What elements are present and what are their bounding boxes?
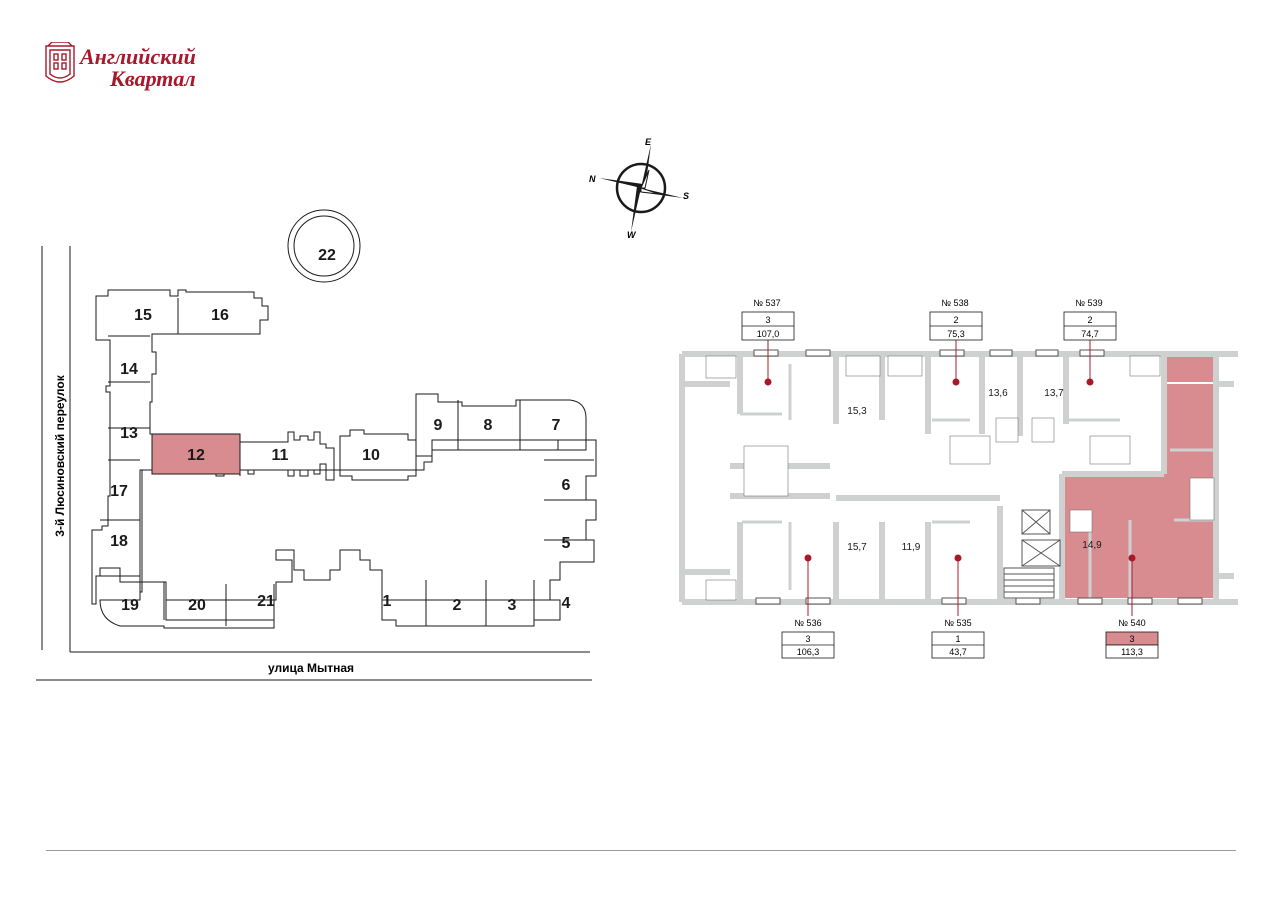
apartment-rooms: 3 — [1129, 634, 1134, 644]
apartment-number: № 539 — [1075, 298, 1102, 308]
street-bottom-label: улица Мытная — [268, 661, 354, 675]
apartment-535-info[interactable]: № 535 1 43,7 — [931, 618, 985, 659]
apartment-number: № 538 — [941, 298, 968, 308]
apartment-536-info[interactable]: № 536 3 106,3 — [781, 618, 835, 659]
section-label-14[interactable]: 14 — [120, 361, 138, 378]
apartment-area: 107,0 — [757, 329, 780, 339]
apartment-537-info[interactable]: № 537 3 107,0 — [741, 298, 795, 341]
section-label-21[interactable]: 21 — [257, 593, 275, 610]
apartment-rooms: 3 — [765, 315, 770, 325]
section-label-6[interactable]: 6 — [562, 477, 571, 494]
room-area-label: 14,9 — [1082, 540, 1102, 551]
bottom-divider — [46, 850, 1236, 851]
apartment-area: 43,7 — [949, 647, 967, 657]
tiled-areas — [705, 355, 1215, 601]
brand-logo — [45, 42, 75, 83]
elevators — [1021, 509, 1061, 567]
room-area-label: 15,3 — [847, 406, 867, 417]
compass-rose-icon — [599, 144, 683, 232]
building-22[interactable] — [287, 209, 361, 283]
apartment-area: 74,7 — [1081, 329, 1099, 339]
street-left-label: 3-й Люсиновский переулок — [53, 374, 67, 536]
apartment-540-highlight[interactable] — [1062, 384, 1216, 598]
section-label-11[interactable]: 11 — [272, 447, 289, 464]
apartment-number: № 540 — [1118, 618, 1145, 628]
section-label-1[interactable]: 1 — [383, 593, 392, 610]
compass-label-w: W — [627, 230, 637, 240]
apartment-number: № 537 — [753, 298, 780, 308]
apartment-540-info[interactable]: № 540 3 113,3 — [1105, 618, 1159, 659]
apartment-rooms: 3 — [805, 634, 810, 644]
section-label-22[interactable]: 22 — [318, 247, 336, 264]
apartment-538-info[interactable]: № 538 2 75,3 — [929, 298, 983, 341]
section-label-16[interactable]: 16 — [211, 307, 229, 324]
section-label-3[interactable]: 3 — [508, 597, 517, 614]
section-label-12[interactable]: 12 — [187, 447, 205, 464]
compass-label-e: E — [645, 137, 652, 147]
apartment-area: 75,3 — [947, 329, 965, 339]
site-plan: 22 15 16 14 13 12 11 10 9 8 7 6 5 4 3 2 … — [36, 209, 597, 681]
compass-label-n: N — [589, 174, 596, 184]
room-area-label: 13,6 — [988, 388, 1008, 399]
apartment-540-window-area — [1166, 354, 1214, 382]
apartment-539-info[interactable]: № 539 2 74,7 — [1063, 298, 1117, 341]
section-label-9[interactable]: 9 — [434, 417, 443, 434]
room-area-label: 11,9 — [902, 542, 921, 553]
section-12-highlight[interactable] — [151, 433, 241, 475]
section-label-17[interactable]: 17 — [110, 483, 128, 500]
apartment-area: 106,3 — [797, 647, 820, 657]
apartment-rooms: 2 — [1087, 315, 1092, 325]
section-label-8[interactable]: 8 — [484, 417, 493, 434]
stairs — [1003, 567, 1055, 599]
section-label-7[interactable]: 7 — [552, 417, 561, 434]
apartment-number: № 535 — [944, 618, 971, 628]
building-block-bottom-right — [381, 599, 561, 627]
building-outline — [91, 289, 335, 605]
section-label-4[interactable]: 4 — [562, 595, 571, 612]
windows — [753, 349, 1203, 605]
compass-label-s: S — [683, 191, 689, 201]
brand-name: Английский Квартал — [80, 46, 196, 90]
brand-crest-icon — [45, 42, 75, 83]
section-label-2[interactable]: 2 — [453, 597, 462, 614]
apartment-rooms: 2 — [953, 315, 958, 325]
section-label-20[interactable]: 20 — [188, 597, 206, 614]
apartment-number: № 536 — [794, 618, 821, 628]
apartment-area: 113,3 — [1121, 647, 1143, 657]
brand-name-line1: Английский — [80, 44, 196, 69]
section-label-19[interactable]: 19 — [121, 597, 139, 614]
room-area-label: 15,7 — [847, 542, 867, 553]
apartment-rooms: 1 — [955, 634, 960, 644]
section-label-15[interactable]: 15 — [134, 307, 152, 324]
section-label-5[interactable]: 5 — [562, 535, 571, 552]
building-block-10 — [339, 429, 417, 481]
building-block-9-8-7 — [415, 393, 587, 457]
building-inner-courtyard — [139, 439, 597, 601]
section-label-13[interactable]: 13 — [120, 425, 138, 442]
building-block-bottom-left — [99, 581, 275, 629]
compass: E N S W — [589, 137, 689, 240]
room-area-label: 13,7 — [1044, 388, 1064, 399]
brand-name-line2: Квартал — [110, 66, 196, 91]
section-label-10[interactable]: 10 — [362, 447, 380, 464]
section-label-18[interactable]: 18 — [110, 533, 128, 550]
floor-plan: № 537 3 107,0 № 538 2 75,3 № 539 2 74,7 … — [679, 298, 1238, 659]
